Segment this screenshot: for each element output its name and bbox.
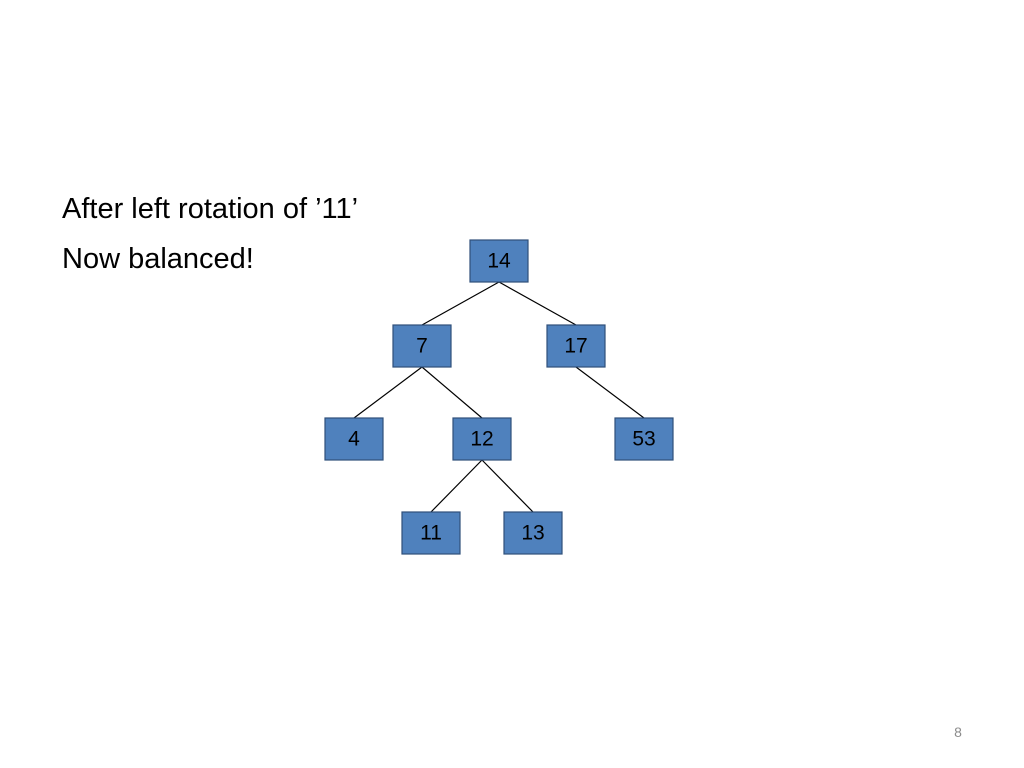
edge-n14-n17 [498, 281, 577, 326]
tree-node-11: 11 [401, 511, 461, 555]
tree-node-7: 7 [392, 324, 452, 368]
tree-node-14: 14 [469, 239, 529, 283]
tree-edges [353, 281, 645, 513]
tree-node-label: 14 [487, 250, 511, 273]
tree-node-label: 12 [470, 428, 493, 451]
edge-n17-n53 [575, 366, 645, 419]
tree-node-label: 13 [521, 522, 544, 545]
tree-node-label: 17 [564, 335, 587, 358]
tree-node-box [401, 511, 461, 555]
tree-node-box [469, 239, 529, 283]
slide-number: 8 [954, 724, 962, 740]
tree-node-53: 53 [614, 417, 674, 461]
tree-node-box [503, 511, 563, 555]
tree-nodes: 14 7 17 4 12 53 11 13 [324, 239, 674, 555]
tree-node-box [614, 417, 674, 461]
tree-node-17: 17 [546, 324, 606, 368]
edge-n12-n11 [430, 459, 483, 513]
tree-node-label: 4 [348, 428, 360, 451]
edge-n12-n13 [481, 459, 534, 513]
edge-n7-n4 [353, 366, 423, 419]
tree-node-box [452, 417, 512, 461]
tree-node-13: 13 [503, 511, 563, 555]
tree-node-label: 7 [416, 335, 428, 358]
tree-node-box [324, 417, 384, 461]
tree-node-4: 4 [324, 417, 384, 461]
tree-node-12: 12 [452, 417, 512, 461]
edge-n7-n12 [421, 366, 483, 419]
caption-line-rotation: After left rotation of ’11’ [62, 193, 359, 225]
tree-node-label: 11 [420, 522, 442, 545]
edge-n14-n7 [421, 281, 500, 326]
tree-node-box [546, 324, 606, 368]
tree-node-label: 53 [632, 428, 655, 451]
tree-node-box [392, 324, 452, 368]
slide-text: After left rotation of ’11’ Now balanced… [62, 184, 358, 284]
caption-line-balanced: Now balanced! [62, 243, 254, 275]
